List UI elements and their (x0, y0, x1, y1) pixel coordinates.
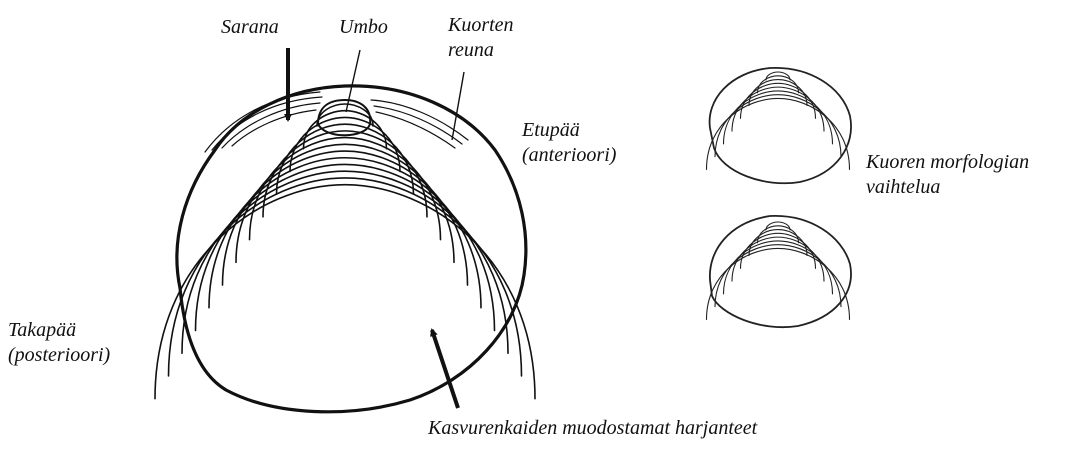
small-shell-ring (756, 225, 800, 244)
main-shell (154, 84, 536, 414)
small-shell-ring (731, 86, 825, 132)
small-shell-lower (705, 215, 852, 328)
growth-ring (181, 170, 509, 354)
small-shell-ring (705, 247, 851, 321)
main-shell-outline (175, 84, 528, 414)
growth-ring (154, 183, 536, 400)
small-shell-ring (765, 221, 791, 231)
growth-ring (275, 123, 415, 195)
label-kuorten-line1: Kuorten (448, 14, 514, 36)
hinge-detail (204, 91, 469, 153)
umbo-pointer (345, 49, 361, 113)
label-morfologia: Kuoren morfologian vaihtelua (866, 150, 1029, 200)
label-morfologia-line1: Kuoren morfologian (866, 151, 1030, 173)
label-etupaa-line1: Etupää (522, 119, 580, 141)
label-etupaa: Etupää (anterioori) (522, 118, 616, 168)
growth-ring (248, 136, 442, 241)
growth-ring (221, 150, 469, 286)
small-shell-ring (714, 244, 842, 308)
kuorten-reuna-pointer (451, 71, 465, 141)
small-shell-ring (765, 71, 791, 81)
growth-ring-arrow (430, 328, 460, 409)
umbo-shape (317, 99, 372, 137)
label-kuorten-line2: reuna (448, 39, 494, 61)
small-shell-ring (722, 240, 834, 295)
small-shell-ring (756, 75, 800, 94)
small-shell-ring (714, 94, 842, 158)
small-shell-ring (731, 236, 825, 282)
label-takapaa: Takapää (posterioori) (8, 318, 110, 368)
label-sarana: Sarana (221, 16, 279, 38)
small-shell-ring (705, 97, 851, 171)
label-umbo: Umbo (339, 16, 388, 38)
label-takapaa-line2: (posterioori) (8, 344, 111, 366)
small-shell-ring (722, 90, 834, 145)
small-shell-upper (705, 67, 852, 185)
label-kasvurenkaat: Kasvurenkaiden muodostamat harjanteet (428, 417, 758, 439)
growth-ring (167, 177, 523, 377)
label-kuorten-reuna: Kuorten reuna (448, 13, 514, 63)
label-takapaa-line1: Takapää (8, 319, 77, 341)
label-morfologia-line2: vaihtelua (866, 176, 941, 198)
growth-rings (154, 103, 536, 400)
label-etupaa-line2: (anterioori) (522, 144, 617, 166)
growth-ring (194, 163, 496, 332)
